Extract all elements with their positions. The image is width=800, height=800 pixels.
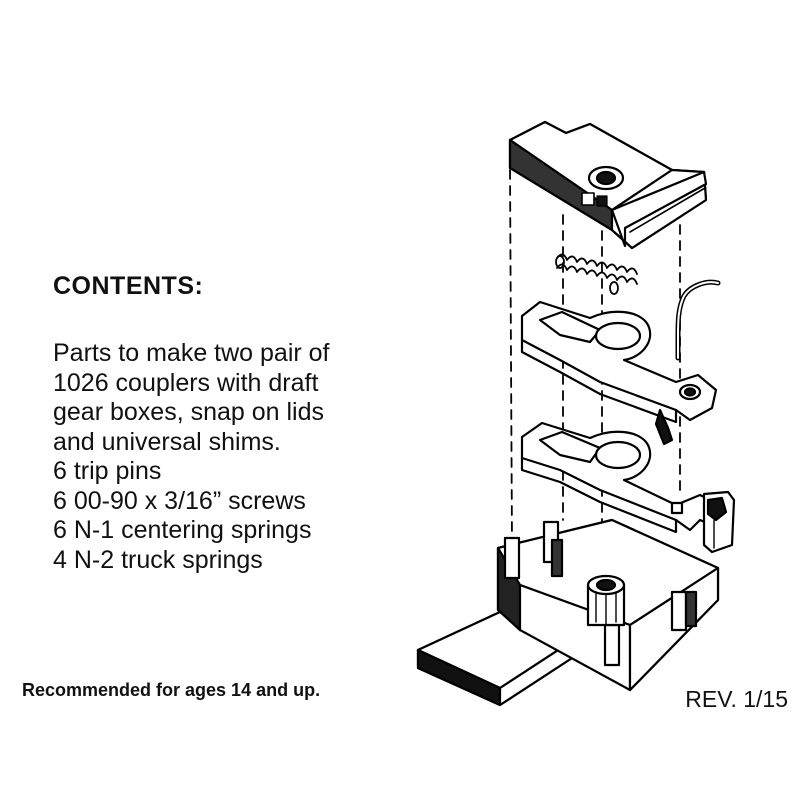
contents-line: Parts to make two pair of [53,339,330,367]
gear-box-lid [508,120,708,250]
contents-line: 1026 couplers with draft [53,368,319,397]
coupler-upper [520,300,718,446]
centering-spring [555,253,638,295]
draft-gear-box [496,518,720,692]
revision-label: REV. 1/15 [685,686,788,712]
contents-line: 6 N-1 centering springs [53,516,312,544]
contents-line: 4 N-2 truck springs [53,545,263,574]
contents-line: gear boxes, snap on lids [53,398,325,426]
contents-list: Parts to make two pair of 1026 couplers … [53,339,330,575]
contents-heading: CONTENTS: [53,272,204,300]
contents-line: and universal shims. [53,427,281,456]
age-recommendation: Recommended for ages 14 and up. [22,680,321,700]
contents-line: 6 00-90 x 3/16” screws [53,486,306,515]
coupler-lower [520,421,736,554]
exploded-assembly-diagram [416,120,736,707]
trip-pin [675,279,721,361]
contents-line: 6 trip pins [53,457,162,485]
